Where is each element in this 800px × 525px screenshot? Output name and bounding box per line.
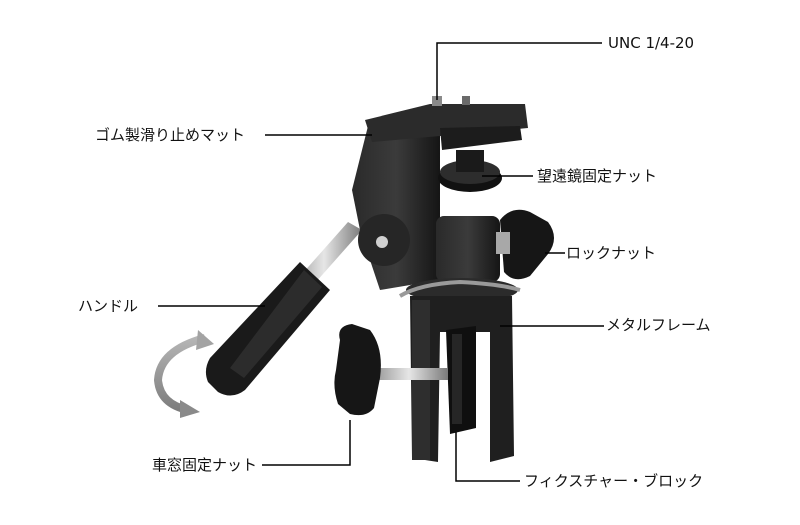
leader-unc <box>436 42 602 100</box>
lock-nut-knob <box>500 209 554 280</box>
label-lock-nut: ロックナット <box>566 244 657 262</box>
label-rubber-mat: ゴム製滑り止めマット <box>95 126 246 144</box>
threaded-screw <box>370 368 448 380</box>
label-window-nut: 車窓固定ナット <box>152 456 258 474</box>
window-nut-knob <box>334 324 381 416</box>
rotation-arrow-icon <box>153 330 214 418</box>
label-handle: ハンドル <box>78 297 139 315</box>
label-fixture-block: フィクスチャー・ブロック <box>524 472 704 490</box>
leader-fixture-block <box>455 432 520 482</box>
top-plate <box>365 104 528 142</box>
label-metal-frame: メタルフレーム <box>606 316 711 334</box>
label-unc: UNC 1/4-20 <box>608 34 695 52</box>
leader-window-nut <box>262 420 351 466</box>
swivel-column <box>436 216 500 282</box>
rotation-arrow-base <box>398 279 521 298</box>
label-scope-nut: 望遠鏡固定ナット <box>537 167 658 185</box>
metal-frame <box>410 296 514 462</box>
leader-lines <box>158 42 604 482</box>
unc-screw <box>432 96 442 106</box>
